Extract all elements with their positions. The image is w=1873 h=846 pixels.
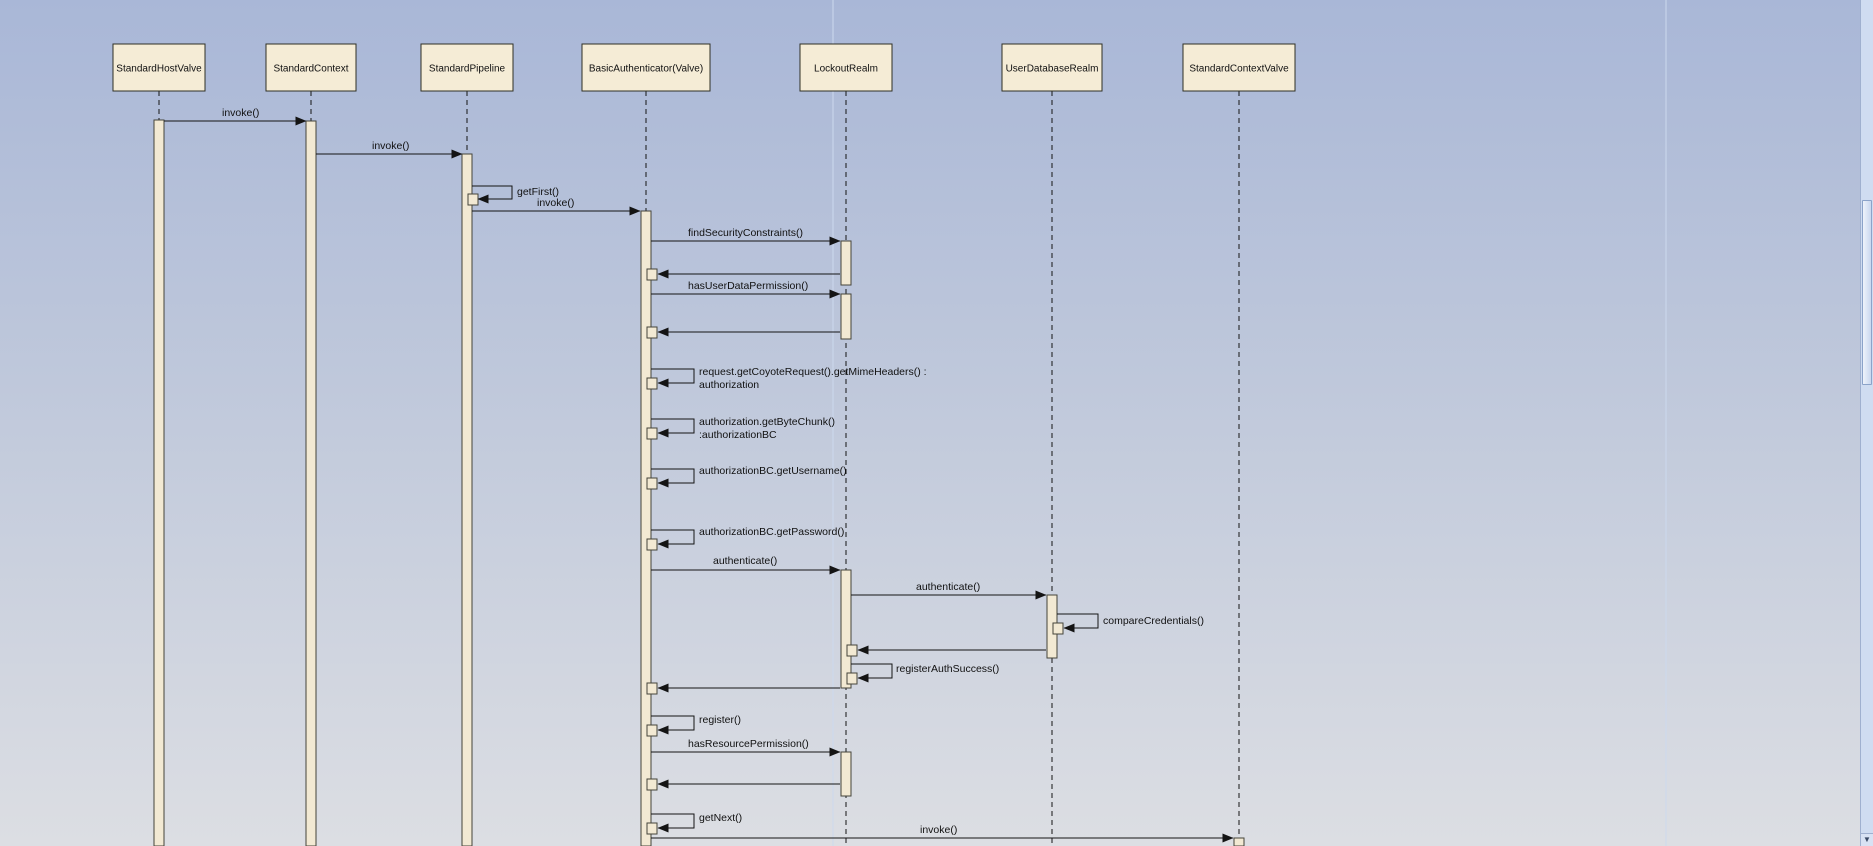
- nested-activation-basicauthenticator[interactable]: [646, 538, 658, 551]
- message-label-hasresourcepermission-call: hasResourcePermission(): [688, 738, 809, 750]
- activation-lockoutrealm[interactable]: [840, 240, 852, 286]
- message-label-comparecredentials-self: compareCredentials(): [1103, 615, 1204, 627]
- activation-lockoutrealm[interactable]: [840, 569, 852, 689]
- message-label-getbytechunk-self: authorization.getByteChunk(): [699, 416, 835, 428]
- message-label-register-self: register(): [699, 714, 741, 726]
- message-getusername-self[interactable]: [651, 468, 695, 488]
- message-label-findsecurityconstraints-call: findSecurityConstraints(): [688, 227, 803, 239]
- nested-activation-basicauthenticator[interactable]: [646, 724, 658, 737]
- message-label-getbytechunk-self: :authorizationBC: [699, 429, 777, 441]
- message-getmimeheaders-self[interactable]: [651, 368, 695, 388]
- lifeline-box-standardcontext[interactable]: [265, 43, 357, 92]
- message-label-invoke-host-to-context: invoke(): [222, 107, 259, 119]
- message-comparecredentials-self[interactable]: [1057, 613, 1099, 633]
- message-getnext-self[interactable]: [651, 813, 695, 833]
- message-label-getfirst-self: getFirst(): [517, 186, 559, 198]
- lifeline-box-userdatabaserealm[interactable]: [1001, 43, 1103, 92]
- activation-standardpipeline[interactable]: [461, 153, 473, 846]
- lifeline-box-lockoutrealm[interactable]: [799, 43, 893, 92]
- nested-activation-basicauthenticator[interactable]: [646, 682, 658, 695]
- scroll-down-button[interactable]: ▼: [1861, 833, 1873, 846]
- message-label-hasuserdatapermission-call: hasUserDataPermission(): [688, 280, 808, 292]
- lifeline-box-label: LockoutRealm: [814, 64, 878, 75]
- nested-activation-basicauthenticator[interactable]: [646, 822, 658, 835]
- activation-standardcontext[interactable]: [305, 120, 317, 846]
- activation-lockoutrealm[interactable]: [840, 293, 852, 340]
- nested-activation-basicauthenticator[interactable]: [646, 778, 658, 791]
- lifeline-box-label: StandardContextValve: [1189, 64, 1289, 75]
- lifeline-box-label: StandardContext: [273, 64, 348, 75]
- message-registerauthsuccess-self[interactable]: [851, 663, 893, 683]
- vertical-scrollbar[interactable]: ▼: [1860, 0, 1873, 846]
- scroll-down-arrow-icon: ▼: [1863, 835, 1871, 844]
- activation-standardhostvalve[interactable]: [153, 119, 165, 846]
- message-label-getmimeheaders-self: authorization: [699, 379, 759, 391]
- message-label-getnext-self: getNext(): [699, 812, 742, 824]
- message-label-getmimeheaders-self: request.getCoyoteRequest().getMimeHeader…: [699, 366, 927, 378]
- message-register-self[interactable]: [651, 715, 695, 735]
- nested-activation-basicauthenticator[interactable]: [646, 377, 658, 390]
- lifeline-box-standardcontextvalve[interactable]: [1182, 43, 1296, 92]
- nested-activation-userdatabaserealm[interactable]: [1052, 622, 1064, 635]
- activation-basicauthenticator[interactable]: [640, 210, 652, 846]
- nested-activation-basicauthenticator[interactable]: [646, 268, 658, 281]
- message-label-authenticate-lockout-to-userdb: authenticate(): [916, 581, 980, 593]
- nested-activation-standardpipeline[interactable]: [467, 193, 479, 206]
- nested-activation-basicauthenticator[interactable]: [646, 477, 658, 490]
- message-getpassword-self[interactable]: [651, 529, 695, 549]
- nested-activation-basicauthenticator[interactable]: [646, 326, 658, 339]
- lifeline-box-label: BasicAuthenticator(Valve): [589, 64, 703, 75]
- nested-activation-lockoutrealm[interactable]: [846, 644, 858, 657]
- activation-standardcontextvalve[interactable]: [1233, 837, 1245, 846]
- message-label-getusername-self: authorizationBC.getUsername(): [699, 465, 847, 477]
- message-label-invoke-pipeline-to-authenticator: invoke(): [537, 197, 574, 209]
- lifeline-box-basicauthenticator[interactable]: [581, 43, 711, 92]
- message-label-invoke-to-contextvalve: invoke(): [920, 824, 957, 836]
- lifeline-box-standardhostvalve[interactable]: [112, 43, 206, 92]
- message-label-authenticate-call: authenticate(): [713, 555, 777, 567]
- lifeline-box-label: UserDatabaseRealm: [1006, 64, 1099, 75]
- lifeline-box-label: StandardHostValve: [116, 64, 202, 75]
- message-label-getpassword-self: authorizationBC.getPassword(): [699, 526, 844, 538]
- nested-activation-lockoutrealm[interactable]: [846, 672, 858, 685]
- message-getbytechunk-self[interactable]: [651, 418, 695, 438]
- message-label-registerauthsuccess-self: registerAuthSuccess(): [896, 663, 999, 675]
- nested-activation-basicauthenticator[interactable]: [646, 427, 658, 440]
- vertical-scrollbar-thumb[interactable]: [1862, 200, 1872, 385]
- message-getfirst-self[interactable]: [472, 185, 513, 204]
- activation-lockoutrealm[interactable]: [840, 751, 852, 797]
- lifeline-box-label: StandardPipeline: [429, 64, 506, 75]
- message-label-invoke-context-to-pipeline: invoke(): [372, 140, 409, 152]
- lifeline-box-standardpipeline[interactable]: [420, 43, 514, 92]
